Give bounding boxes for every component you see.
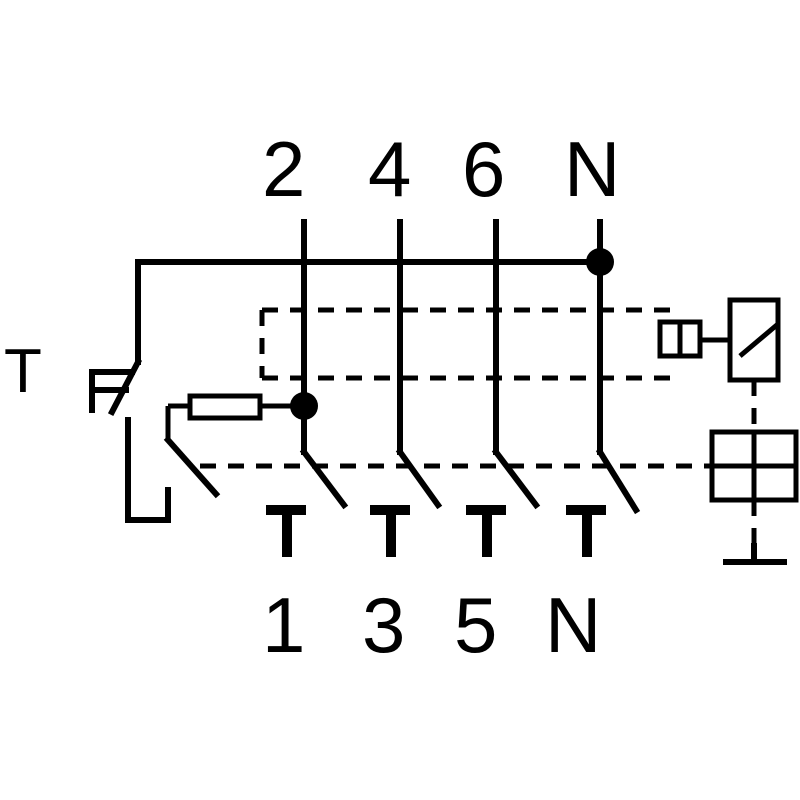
top-terminal-label-1: 2: [262, 125, 305, 213]
test-circuit-wire: [135, 259, 603, 365]
bottom-terminal-mark-4: [566, 505, 606, 557]
top-terminal-label-3: 6: [462, 125, 505, 213]
relay-coil-diagonal: [738, 322, 780, 358]
bottom-terminal-mark-2: [370, 505, 410, 557]
contact-pole-1: [299, 447, 349, 510]
top-terminal-label-4: N: [564, 125, 620, 213]
relay-coil-outer: [727, 297, 781, 383]
bottom-terminal-mark-1: [266, 505, 306, 557]
contact-pole-2: [395, 447, 443, 510]
junction-dot-n: [586, 248, 614, 276]
test-resistor: [187, 393, 263, 421]
test-circuit-return: [125, 417, 171, 523]
test-button-label: T: [4, 337, 42, 406]
test-contact-diagonal: [163, 435, 221, 499]
bottom-terminal-label-1: 1: [262, 581, 305, 669]
bottom-terminal-label-2: 3: [362, 581, 405, 669]
junction-dot-pole-1: [290, 392, 318, 420]
bottom-terminal-mark-3: [466, 505, 506, 557]
bottom-terminal-label-4: N: [545, 581, 601, 669]
bottom-terminal-label-3: 5: [454, 581, 497, 669]
top-terminal-label-2: 4: [368, 125, 411, 213]
contact-pole-3: [491, 447, 541, 510]
contact-pole-4: [595, 447, 641, 515]
